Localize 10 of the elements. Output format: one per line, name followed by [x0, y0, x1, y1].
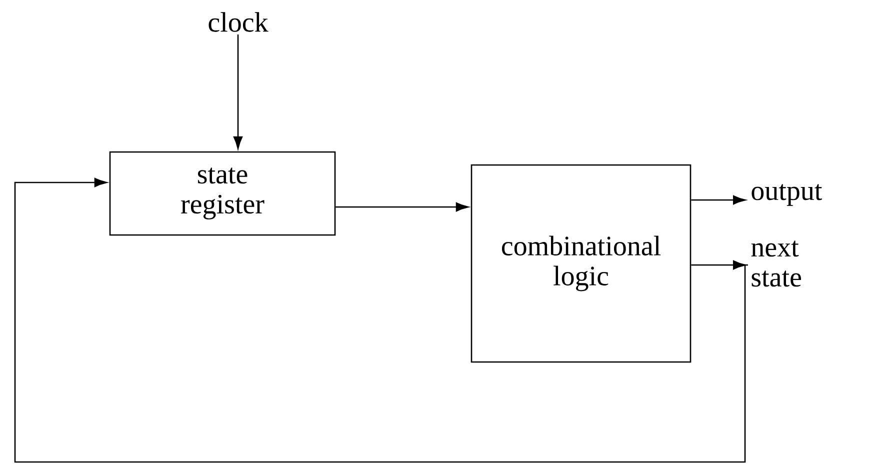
arrow [691, 260, 746, 270]
bare-label: clock [208, 12, 268, 32]
process-box: state register [109, 151, 336, 236]
arrow [14, 178, 749, 463]
bare-label: next state [751, 240, 801, 287]
arrow [233, 34, 243, 150]
arrow [691, 195, 746, 205]
bare-label: output [752, 184, 822, 206]
arrow [336, 202, 469, 212]
process-box: combinational logic [470, 164, 692, 363]
